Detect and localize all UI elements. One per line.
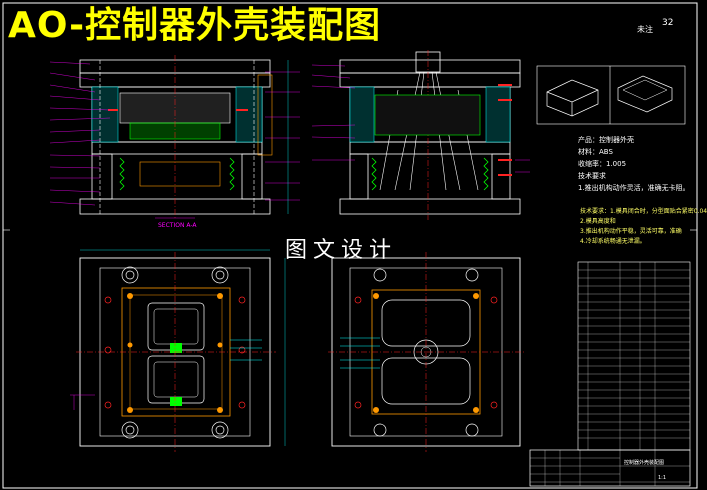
- technical-requirements: 技术要求：1.模具闭合时，分型面贴合紧密0.04 2.模具高度和 3.推出机构动…: [580, 207, 707, 247]
- section-label: SECTION A-A: [158, 222, 197, 229]
- note-product: 产品：控制器外壳: [578, 136, 634, 144]
- tech-line: 4.冷却系统畅通无泄漏。: [580, 238, 646, 245]
- note-heading: 技术要求: [578, 172, 606, 180]
- plan-view-right: [328, 252, 524, 452]
- parts-list: [577, 261, 691, 451]
- note-shrinkage: 收缩率：1.005: [578, 160, 627, 168]
- title-block-scale: 1:1: [658, 475, 667, 481]
- section-view-left: [49, 55, 300, 220]
- drawing-border: [2, 2, 698, 489]
- product-notes: 产品：控制器外壳 材料：ABS 收缩率：1.005 技术要求 1.推出机构动作灵…: [578, 134, 690, 194]
- section-view-right: [311, 50, 530, 220]
- tech-line: 3.推出机构动作平稳，灵活可靠，准确: [580, 228, 682, 235]
- note-item: 1.推出机构动作灵活，准确无卡阻。: [578, 184, 690, 192]
- product-sketch: [536, 65, 686, 125]
- title-block: [529, 449, 691, 487]
- corner-code: 32: [662, 18, 674, 28]
- note-material: 材料：ABS: [578, 148, 613, 156]
- tech-line: 技术要求：1.模具闭合时，分型面贴合紧密0.04: [580, 208, 707, 215]
- corner-label: 未注: [637, 25, 653, 34]
- plan-view-left: [70, 249, 286, 452]
- tech-line: 2.模具高度和: [580, 218, 616, 225]
- drawing-title: AO-控制器外壳装配图: [8, 5, 382, 46]
- watermark: 图文设计: [285, 238, 398, 263]
- title-block-drawing-name: 控制器外壳装配图: [624, 460, 665, 466]
